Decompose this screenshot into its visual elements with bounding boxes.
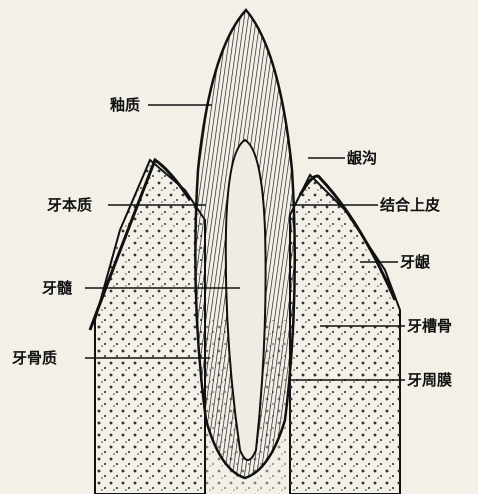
label-periodontal-ligament: 牙周膜 <box>405 371 454 389</box>
label-enamel: 釉质 <box>108 96 142 114</box>
label-junctional-epithelium: 结合上皮 <box>378 196 442 214</box>
label-alveolar-bone: 牙槽骨 <box>405 317 454 335</box>
label-gingiva: 牙龈 <box>398 253 432 271</box>
label-cementum: 牙骨质 <box>10 349 59 367</box>
label-dentin: 牙本质 <box>45 196 94 214</box>
label-gingival-sulcus: 龈沟 <box>345 149 379 167</box>
label-pulp: 牙髓 <box>40 279 74 297</box>
